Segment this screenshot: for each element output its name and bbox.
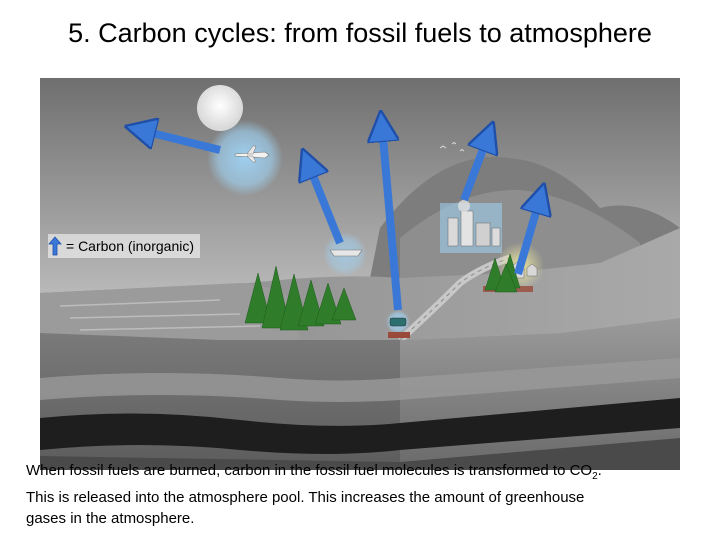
carbon-arrows	[140, 126, 540, 311]
caption-line-2: This is released into the atmosphere poo…	[26, 489, 585, 506]
factory	[447, 210, 501, 247]
fossil-fuel-layer	[40, 398, 680, 454]
sun	[197, 85, 243, 131]
carbon-arrow	[308, 163, 344, 245]
caption-line-3: gases in the atmosphere.	[26, 510, 195, 527]
co2-subscript: 2	[592, 471, 598, 482]
slide-title: 5. Carbon cycles: from fossil fuels to a…	[68, 18, 652, 48]
legend-label: = Carbon (inorganic)	[66, 238, 195, 254]
carbon-arrow	[140, 130, 221, 154]
caption-line-1-text: When fossil fuels are burned, carbon in …	[26, 462, 593, 479]
carbon-arrow	[382, 126, 402, 311]
carbon-cycle-illustration	[40, 78, 680, 470]
caption: When fossil fuels are burned, carbon in …	[26, 460, 686, 529]
blue-arrow-icon	[48, 236, 62, 256]
legend: = Carbon (inorganic)	[48, 234, 201, 258]
birds	[439, 141, 465, 152]
sun-glow	[207, 120, 283, 196]
forest	[244, 253, 521, 331]
car	[389, 317, 407, 327]
rock-layer	[40, 358, 680, 402]
smoke	[458, 200, 470, 212]
caption-line-1-period: .	[597, 462, 602, 479]
carbon-arrow	[460, 136, 488, 202]
ship	[329, 249, 363, 257]
caption-line-1: When fossil fuels are burned, carbon in …	[26, 460, 686, 487]
airplane	[234, 145, 270, 163]
ocean	[40, 283, 300, 340]
carbon-arrow	[514, 198, 540, 276]
